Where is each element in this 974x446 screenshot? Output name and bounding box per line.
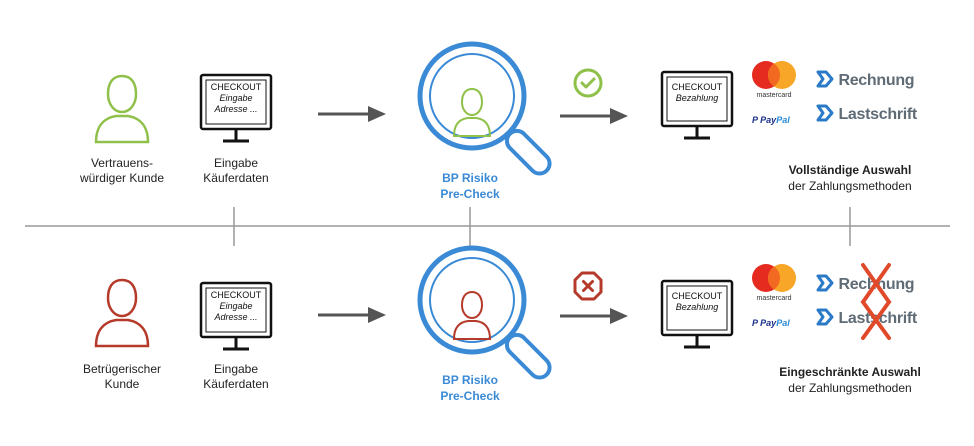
arrow-right-icon xyxy=(318,307,386,323)
mastercard-label: mastercard xyxy=(756,92,792,99)
input-monitor-top: CHECKOUT Eingabe Adresse ... xyxy=(199,73,273,153)
input-label-top: Eingabe Käuferdaten xyxy=(203,156,269,185)
mastercard-icon xyxy=(752,61,796,89)
monitor-icon xyxy=(199,281,273,351)
chevron-logo-icon xyxy=(816,308,834,326)
monitor-line: Adresse ... xyxy=(214,312,258,322)
monitor-line: Eingabe xyxy=(219,301,253,311)
check-circle-icon xyxy=(573,68,603,98)
magnifier-icon xyxy=(417,41,552,176)
trusted-customer-label: Vertrauens- würdiger Kunde xyxy=(79,156,165,185)
magnifier-icon xyxy=(417,245,552,380)
monitor-line: Bezahlung xyxy=(675,93,719,103)
paypal-logo: P PayPal xyxy=(752,318,790,328)
monitor-line: Adresse ... xyxy=(214,104,258,114)
paypal-logo: P PayPal xyxy=(752,115,790,125)
fraud-customer-small-icon xyxy=(452,290,492,340)
summary-text: der Zahlungsmethoden xyxy=(788,179,912,193)
precheck-subtitle: Pre-Check xyxy=(440,187,500,201)
chevron-logo-icon xyxy=(816,104,834,122)
summary-text: der Zahlungsmethoden xyxy=(788,381,912,395)
rechnung-logo: Rechnung xyxy=(816,70,915,92)
monitor-title: CHECKOUT xyxy=(210,82,262,92)
input-monitor-bottom: CHECKOUT Eingabe Adresse ... xyxy=(199,281,273,361)
arrow-right-icon xyxy=(318,106,386,122)
mastercard-icon xyxy=(752,264,796,292)
fraud-customer-icon xyxy=(94,278,150,348)
rechnung-label: Rechnung xyxy=(838,72,915,89)
monitor-icon xyxy=(660,279,734,349)
paypal-label-b: Pal xyxy=(776,318,790,328)
trusted-customer-small-icon xyxy=(452,87,492,137)
monitor-line: Bezahlung xyxy=(675,302,719,312)
monitor-line: Eingabe xyxy=(219,93,253,103)
monitor-title: CHECKOUT xyxy=(210,290,262,300)
arrow-right-icon xyxy=(560,108,628,124)
paypal-label-a: Pay xyxy=(760,115,777,125)
arrow-right-icon xyxy=(560,308,628,324)
stop-octagon-icon xyxy=(573,271,603,301)
precheck-title: BP Risiko xyxy=(442,373,498,387)
monitor-icon xyxy=(199,73,273,143)
monitor-title: CHECKOUT xyxy=(671,82,723,92)
fraud-customer-label: Betrügerischer Kunde xyxy=(82,362,162,391)
chevron-logo-icon xyxy=(816,274,834,292)
input-label-bottom: Eingabe Käuferdaten xyxy=(203,362,269,391)
paypal-label-a: Pay xyxy=(760,318,777,328)
lastschrift-label: Lastschrift xyxy=(838,106,917,123)
monitor-icon xyxy=(660,70,734,140)
trusted-customer-icon xyxy=(94,74,150,144)
precheck-subtitle: Pre-Check xyxy=(440,389,500,403)
lastschrift-logo: Lastschrift xyxy=(816,104,917,126)
precheck-title: BP Risiko xyxy=(442,171,498,185)
result-monitor-top: CHECKOUT Bezahlung xyxy=(660,70,734,150)
result-monitor-bottom: CHECKOUT Bezahlung xyxy=(660,279,734,359)
mastercard-label: mastercard xyxy=(756,295,792,302)
cross-out-icon xyxy=(860,263,892,340)
summary-title: Vollständige Auswahl xyxy=(788,163,912,177)
monitor-title: CHECKOUT xyxy=(671,291,723,301)
summary-title: Eingeschränkte Auswahl xyxy=(779,365,921,379)
paypal-label-b: Pal xyxy=(776,115,790,125)
chevron-logo-icon xyxy=(816,70,834,88)
